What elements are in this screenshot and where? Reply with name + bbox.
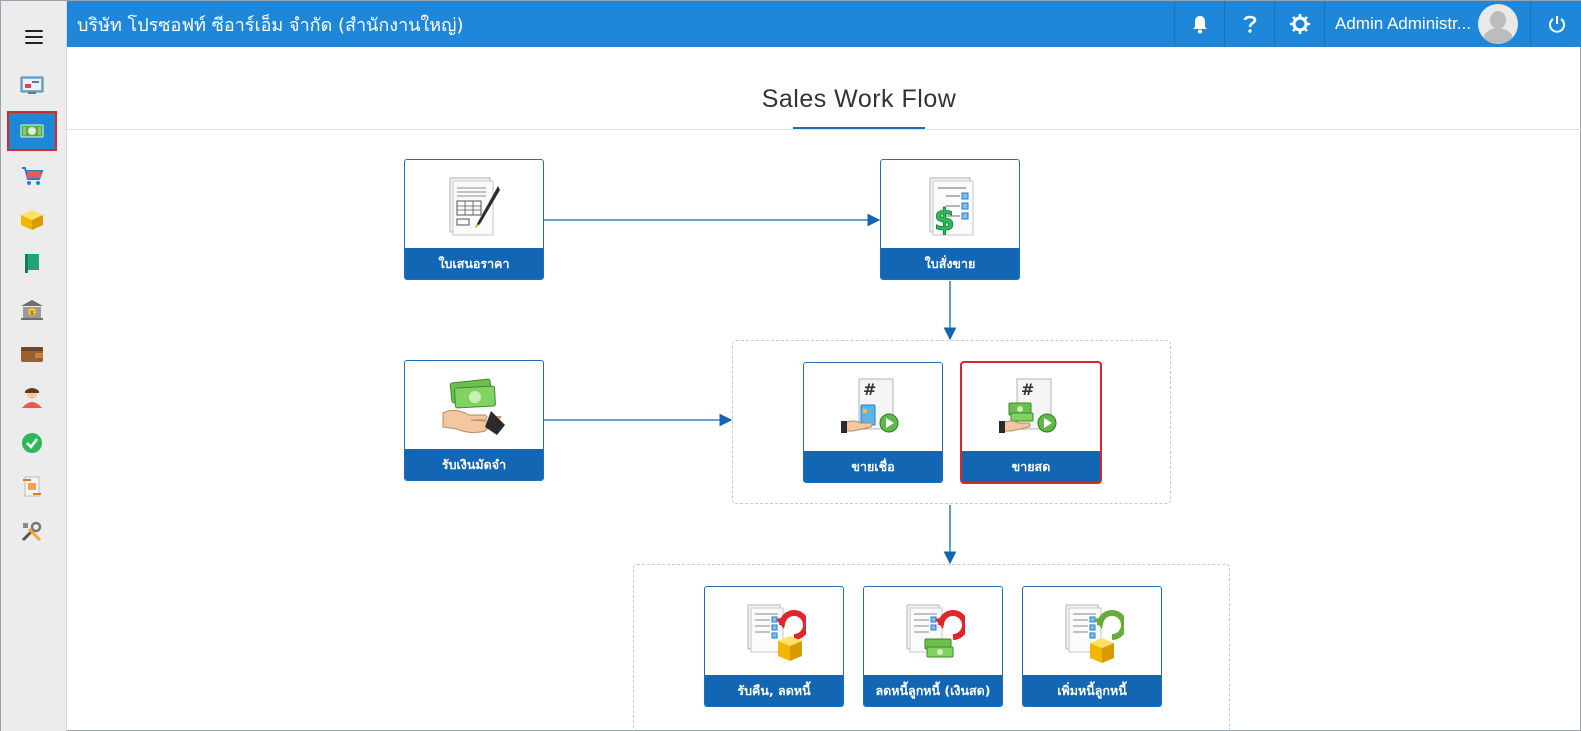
- title-divider: [67, 129, 1581, 130]
- svg-text:$: $: [934, 203, 955, 238]
- avatar: [1478, 4, 1518, 44]
- sidebar-item-approval[interactable]: [7, 423, 57, 463]
- gear-icon: [1289, 14, 1310, 34]
- card-label: ขายเชื่อ: [804, 451, 942, 482]
- logout-button[interactable]: [1530, 1, 1581, 47]
- card-label: ขายสด: [962, 451, 1100, 482]
- workflow-card-reduce-debt-cash[interactable]: ลดหนี้ลูกหนี้ (เงินสด): [863, 586, 1003, 707]
- card-label: ใบเสนอราคา: [405, 248, 543, 279]
- card-label: รับเงินมัดจำ: [405, 449, 543, 480]
- cash-sale-icon: #: [999, 378, 1057, 433]
- settings-button[interactable]: [1274, 1, 1324, 47]
- workflow-card-quotation[interactable]: ใบเสนอราคา: [404, 159, 544, 280]
- return-goods-icon: [747, 604, 806, 661]
- card-label: ลดหนี้ลูกหนี้ (เงินสด): [864, 675, 1002, 706]
- svg-text:$: $: [30, 310, 34, 317]
- user-menu[interactable]: Admin Administr...: [1324, 1, 1530, 47]
- svg-text:#: #: [863, 380, 876, 399]
- adjustment-group-frame: [633, 564, 1230, 731]
- tools-icon: [21, 521, 42, 542]
- sale-group-frame: [732, 340, 1171, 504]
- check-icon: [22, 433, 42, 453]
- bell-icon: [1192, 16, 1207, 34]
- workflow-card-deposit[interactable]: รับเงินมัดจำ: [404, 360, 544, 481]
- sidebar-item-accounting[interactable]: [7, 244, 57, 284]
- sidebar-item-inventory[interactable]: [7, 200, 57, 240]
- menu-toggle-button[interactable]: [1, 15, 67, 59]
- workflow-card-sales-order[interactable]: $ ใบสั่งขาย: [880, 159, 1020, 280]
- reduce-debt-cash-icon: [906, 604, 965, 658]
- hamburger-icon: [25, 30, 43, 44]
- sidebar-item-transfer[interactable]: [7, 467, 57, 507]
- deposit-money-hand-icon: [442, 378, 505, 435]
- book-icon: [25, 254, 39, 273]
- page-title: Sales Work Flow: [761, 85, 957, 113]
- user-name: Admin Administr...: [1335, 14, 1472, 33]
- sidebar: $: [1, 1, 67, 731]
- increase-debt-icon: [1065, 604, 1124, 663]
- card-label: รับคืน, ลดหนี้: [705, 675, 843, 706]
- workflow-card-credit-sale[interactable]: # ขายเชื่อ: [803, 362, 943, 483]
- box-icon: [21, 210, 43, 230]
- card-label: ใบสั่งขาย: [881, 248, 1019, 279]
- power-icon: [1548, 16, 1565, 33]
- top-header: บริษัท โปรซอฟท์ ซีอาร์เอ็ม จำกัด (สำนักง…: [67, 1, 1581, 47]
- sidebar-item-contacts[interactable]: [7, 378, 57, 418]
- sidebar-item-purchase[interactable]: [7, 156, 57, 196]
- wallet-icon: [21, 347, 43, 362]
- help-button[interactable]: [1224, 1, 1274, 47]
- sales-money-icon: [20, 124, 44, 138]
- card-label: เพิ่มหนี้ลูกหนี้: [1023, 675, 1161, 706]
- sales-order-document-icon: $: [929, 177, 974, 238]
- sidebar-item-bank[interactable]: $: [7, 290, 57, 330]
- dashboard-icon: [20, 76, 44, 94]
- help-icon: [1243, 15, 1256, 33]
- sidebar-item-wallet[interactable]: [7, 334, 57, 374]
- sidebar-item-tools[interactable]: [7, 512, 57, 552]
- credit-sale-icon: #: [841, 378, 899, 433]
- workflow-card-increase-debt[interactable]: เพิ่มหนี้ลูกหนี้: [1022, 586, 1162, 707]
- svg-text:#: #: [1021, 380, 1034, 399]
- workflow-card-return-reduce[interactable]: รับคืน, ลดหนี้: [704, 586, 844, 707]
- quotation-document-icon: [449, 177, 500, 236]
- cart-icon: [22, 167, 44, 185]
- company-name: บริษัท โปรซอฟท์ ซีอาร์เอ็ม จำกัด (สำนักง…: [77, 14, 464, 36]
- tab-underline: [793, 127, 925, 130]
- notifications-button[interactable]: [1174, 1, 1224, 47]
- person-icon: [22, 388, 42, 408]
- tab-sales-workflow[interactable]: Sales Work Flow: [762, 81, 956, 130]
- sidebar-item-sales[interactable]: [7, 111, 57, 151]
- workflow-card-cash-sale[interactable]: # ขายสด: [960, 361, 1102, 484]
- transfer-icon: [23, 476, 41, 497]
- sidebar-item-dashboard[interactable]: [7, 65, 57, 105]
- bank-icon: $: [21, 300, 43, 320]
